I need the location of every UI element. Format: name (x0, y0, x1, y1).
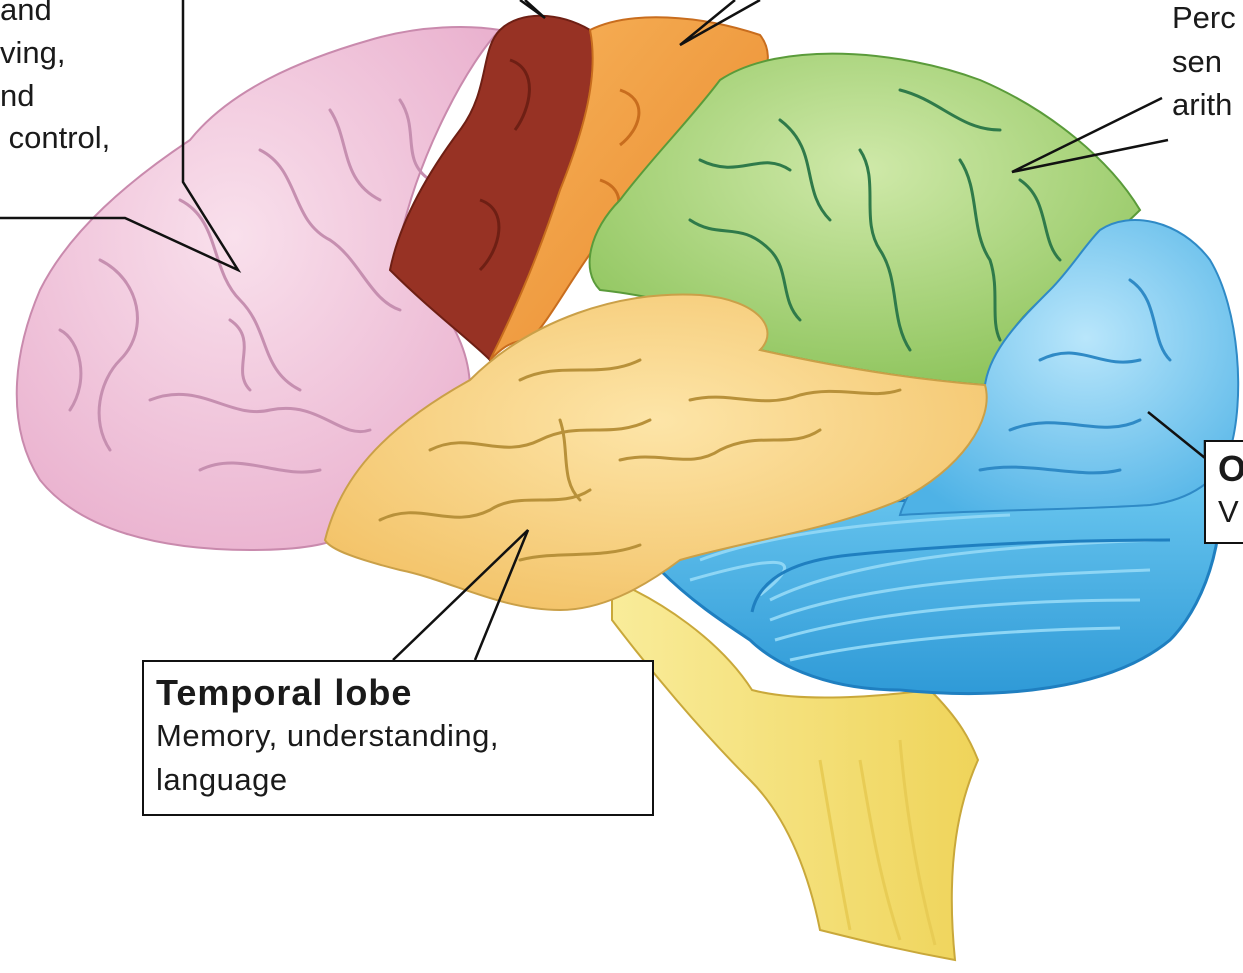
occipital-caption-desc: V (1218, 490, 1243, 534)
temporal-caption-line-1: Memory, understanding, (156, 714, 652, 758)
parietal-caption: Perc sen arith (1172, 0, 1236, 122)
temporal-caption-box: Temporal lobe Memory, understanding, lan… (142, 660, 654, 816)
frontal-caption-line-1: and (0, 0, 52, 27)
frontal-caption-line-3: nd (0, 78, 34, 113)
occipital-caption-box: O V (1204, 440, 1243, 544)
parietal-caption-line-2: sen (1172, 44, 1222, 79)
frontal-caption-line-4: control, (0, 120, 110, 155)
parietal-caption-line-1: Perc (1172, 0, 1236, 35)
frontal-caption: and ving, nd control, (0, 0, 110, 155)
parietal-caption-line-3: arith (1172, 87, 1232, 122)
temporal-caption-line-2: language (156, 758, 652, 802)
occipital-caption-title: O (1218, 448, 1243, 490)
frontal-caption-line-2: ving, (0, 35, 65, 70)
temporal-caption-title: Temporal lobe (156, 672, 652, 714)
